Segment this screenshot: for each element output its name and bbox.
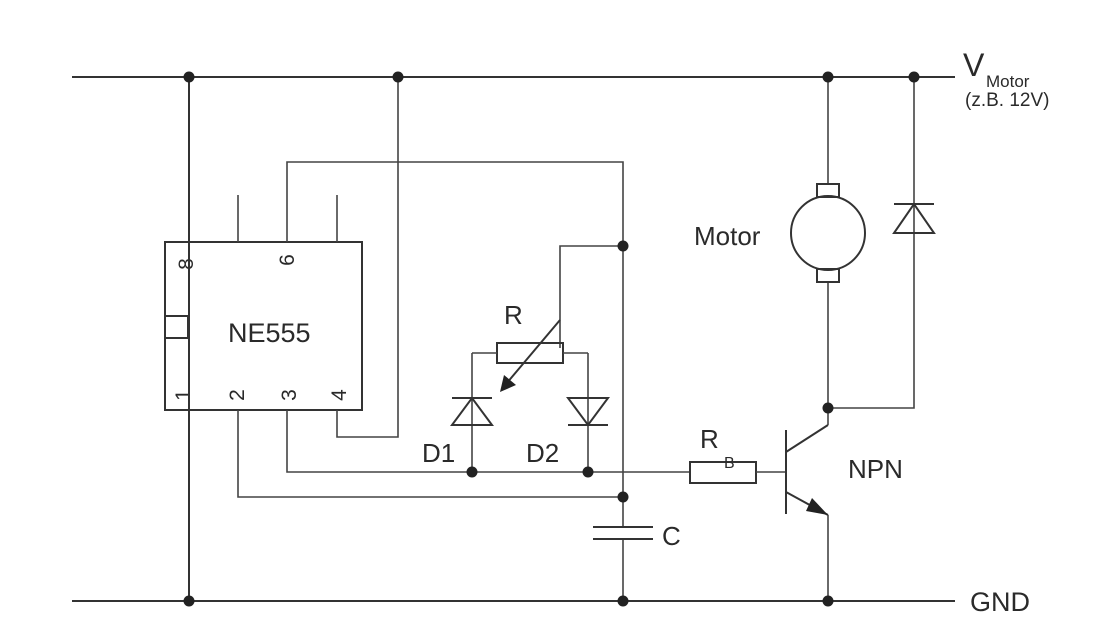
wire-pin6 [286, 161, 624, 601]
capacitor-c: C [593, 521, 681, 551]
junction-dot [466, 466, 478, 478]
label-rb: R [700, 424, 719, 454]
junction-dot [822, 595, 834, 607]
junction-dot [183, 595, 195, 607]
wire-pin3 [286, 410, 690, 473]
label-c: C [662, 521, 681, 551]
label-vmotor-note: (z.B. 12V) [965, 90, 1049, 111]
freewheel-diode [828, 77, 936, 409]
label-vmotor: V [963, 47, 985, 83]
wire-wiper [559, 245, 623, 348]
ic-name: NE555 [228, 318, 311, 348]
label-motor: Motor [694, 221, 761, 251]
junction-dot [617, 491, 629, 503]
pin-label-1: 1 [172, 389, 195, 401]
potentiometer-r: R [472, 300, 588, 392]
junction-dot [183, 71, 195, 83]
label-d1: D1 [422, 438, 455, 468]
pin-label-8: 8 [175, 258, 198, 270]
label-rb-sub: B [724, 455, 735, 472]
pin-label-4: 4 [328, 389, 351, 401]
label-vmotor-sub: Motor [986, 72, 1030, 91]
wire-pin4-vcc [336, 77, 399, 438]
label-d2: D2 [526, 438, 559, 468]
junction-dot [582, 466, 594, 478]
junction-dot [617, 595, 629, 607]
motor: Motor [694, 183, 866, 283]
junction-dot [617, 240, 629, 252]
wire-pin2 [237, 410, 623, 498]
label-gnd: GND [970, 587, 1030, 617]
junction-dot [908, 71, 920, 83]
resistor-rb: R B [689, 424, 786, 484]
pin-label-2: 2 [226, 389, 249, 401]
pin-label-6: 6 [276, 254, 299, 266]
diode-d2: D2 [526, 353, 610, 472]
junction-dot [392, 71, 404, 83]
ne555-chip: NE555 8 6 1 2 3 4 [164, 241, 363, 411]
label-r: R [504, 300, 523, 330]
junction-dot [822, 402, 834, 414]
junction-dot [822, 71, 834, 83]
npn-transistor: NPN [785, 424, 903, 516]
diode-d1: D1 [422, 353, 494, 472]
label-npn: NPN [848, 454, 903, 484]
pin-label-3: 3 [278, 389, 301, 401]
